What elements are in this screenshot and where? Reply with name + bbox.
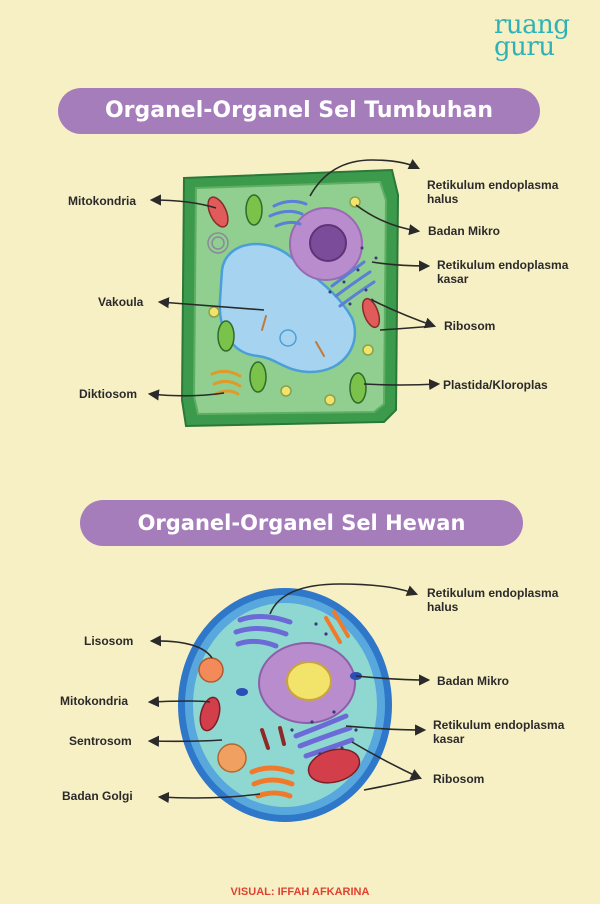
label-animal-sentrosom: Sentrosom — [69, 734, 132, 748]
plant-vacuole-vesicle — [279, 329, 297, 347]
animal-cell-title: Organel-Organel Sel Hewan — [80, 500, 523, 546]
label-animal-re-kasar: Retikulum endoplasma kasar — [433, 718, 565, 746]
animal-orange-rods — [324, 610, 350, 644]
plant-vacuole — [218, 242, 357, 374]
label-animal-badan-golgi: Badan Golgi — [62, 789, 133, 803]
label-animal-lisosom: Lisosom — [84, 634, 134, 648]
label-plant-vakoula: Vakoula — [98, 295, 144, 309]
animal-golgi — [249, 765, 295, 799]
visual-credit: VISUAL: IFFAH AFKARINA — [230, 886, 370, 898]
animal-lysosome — [198, 657, 224, 683]
label-plant-mitokondria: Mitokondria — [68, 194, 136, 208]
plant-cell — [180, 168, 400, 428]
label-plant-re-halus: Retikulum endoplasma halus — [427, 178, 559, 206]
animal-cell — [178, 588, 392, 822]
label-animal-re-halus: Retikulum endoplasma halus — [427, 586, 559, 614]
plant-cell-title: Organel-Organel Sel Tumbuhan — [58, 88, 540, 134]
plant-chloroplasts — [217, 194, 367, 404]
animal-smooth-er — [233, 614, 293, 649]
animal-arrows — [147, 583, 431, 804]
logo-line-1: ruang — [494, 10, 570, 40]
label-plant-ribosom: Ribosom — [444, 319, 496, 333]
label-plant-re-kasar: Retikulum endoplasma kasar — [437, 258, 569, 286]
label-plant-badan-mikro: Badan Mikro — [428, 224, 501, 238]
ruangguru-logo: ruang guru — [494, 10, 590, 62]
label-plant-plastida: Plastida/Kloroplas — [443, 378, 548, 392]
animal-rough-er — [293, 713, 355, 759]
logo-line-2: guru — [494, 32, 555, 62]
plant-smooth-er — [268, 199, 308, 228]
label-animal-ribosom: Ribosom — [433, 772, 485, 786]
label-animal-mitokondria: Mitokondria — [60, 694, 128, 708]
plant-nucleolus — [309, 224, 347, 262]
plant-vesicle-spiral — [207, 232, 229, 254]
animal-mitochondrion-left — [199, 696, 221, 732]
plant-microbodies — [208, 196, 374, 406]
animal-nucleolus — [286, 661, 332, 701]
plant-arrows — [147, 158, 441, 401]
label-animal-badan-mikro: Badan Mikro — [437, 674, 510, 688]
plant-mitochondria — [207, 196, 381, 329]
plant-rough-er — [330, 260, 376, 308]
label-plant-diktiosom: Diktiosom — [79, 387, 138, 401]
animal-centrosome — [217, 743, 247, 773]
animal-mitochondrion-right — [307, 748, 361, 784]
